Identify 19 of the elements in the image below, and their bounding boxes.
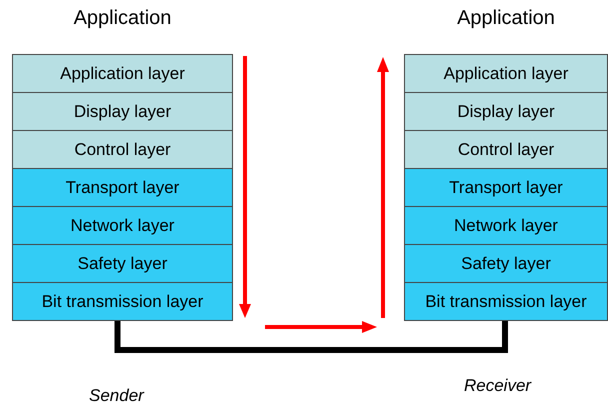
layer-box: Safety layer: [13, 244, 232, 282]
layer-box: Display layer: [405, 92, 607, 130]
layer-box: Transport layer: [405, 168, 607, 206]
role-label: Sender: [89, 386, 144, 404]
layer-box: Control layer: [405, 130, 607, 168]
layer-box: Application layer: [405, 55, 607, 92]
layer-box: Display layer: [13, 92, 232, 130]
stack-heading: Application: [456, 7, 556, 30]
stack-heading: Application: [72, 7, 172, 30]
connector-line: [114, 321, 508, 353]
layer-box: Network layer: [405, 206, 607, 244]
layer-box: Network layer: [13, 206, 232, 244]
layer-box: Application layer: [13, 55, 232, 92]
layer-box: Safety layer: [405, 244, 607, 282]
layer-box: Bit transmission layer: [13, 282, 232, 320]
role-label: Receiver: [464, 376, 532, 396]
layer-box: Transport layer: [13, 168, 232, 206]
layer-box: Bit transmission layer: [405, 282, 607, 320]
layer-box: Control layer: [13, 130, 232, 168]
